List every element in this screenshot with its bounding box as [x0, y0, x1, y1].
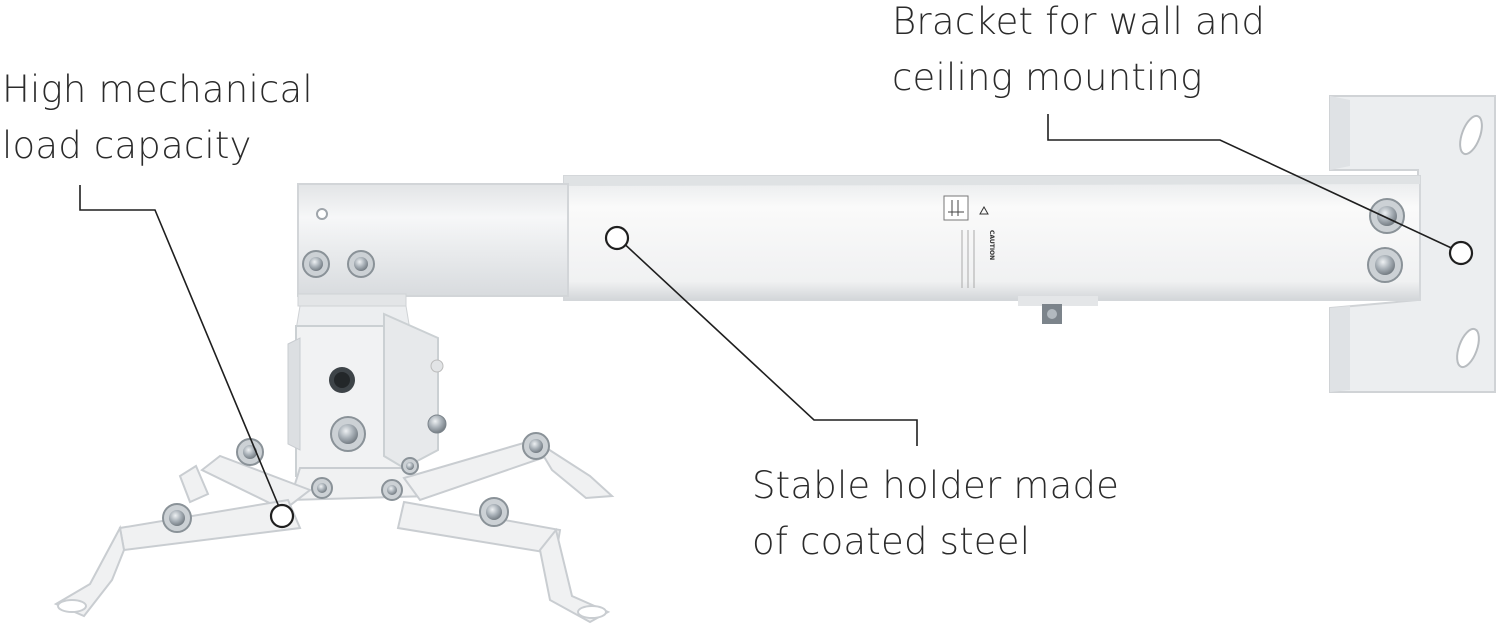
- callout-load-capacity-line2: load capacity: [2, 124, 252, 167]
- projector-spider-legs: [53, 438, 615, 624]
- callout-load-capacity-line1: High mechanical: [2, 68, 313, 111]
- caution-label: CAUTION: [943, 195, 995, 288]
- callout-holder: Stable holder made of coated steel: [752, 458, 1119, 570]
- marker-load-capacity: [269, 503, 295, 529]
- swivel-joint: [287, 293, 447, 477]
- arm-bolts: [302, 250, 375, 278]
- callout-bracket-line2: ceiling mounting: [892, 56, 1203, 99]
- marker-bracket: [1448, 240, 1474, 266]
- callout-load-capacity: High mechanical load capacity: [2, 62, 313, 174]
- inner-arm: [297, 183, 569, 297]
- callout-bracket: Bracket for wall and ceiling mounting: [892, 0, 1265, 106]
- wall-bracket: [1329, 95, 1496, 393]
- callout-holder-line2: of coated steel: [752, 520, 1031, 563]
- callout-holder-line1: Stable holder made: [752, 464, 1120, 507]
- callout-bracket-line1: Bracket for wall and: [892, 0, 1266, 43]
- leader-bracket: [1047, 114, 1461, 253]
- marker-dots: [269, 225, 1474, 529]
- outer-arm: [563, 175, 1421, 324]
- leader-lines: [79, 114, 1461, 515]
- caution-text: CAUTION: [988, 230, 995, 260]
- leader-holder: [617, 237, 918, 446]
- marker-holder: [604, 225, 630, 251]
- leader-load-capacity: [79, 185, 283, 515]
- leg-bolts: [162, 432, 550, 533]
